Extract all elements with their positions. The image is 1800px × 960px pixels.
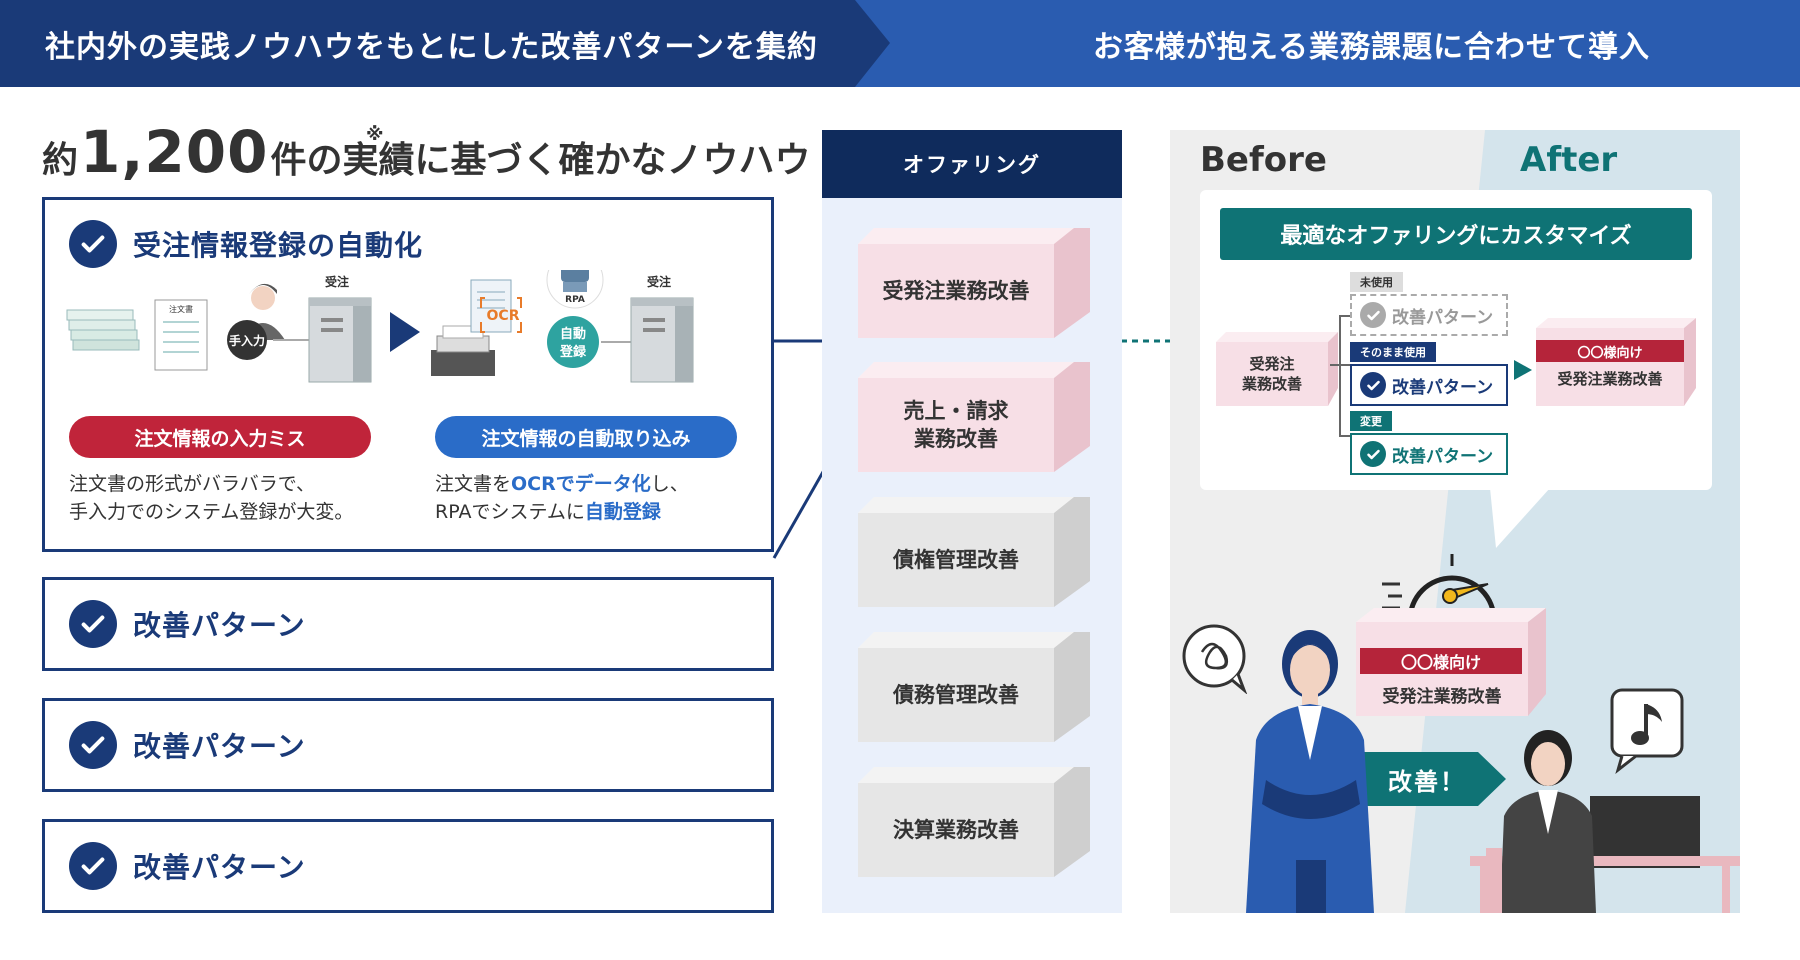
header-left-text: 社内外の実践ノウハウをもとにした改善パターンを集約 bbox=[45, 29, 818, 65]
pattern-card-title: 改善パターン bbox=[133, 851, 306, 884]
server-label-2: 受注 bbox=[647, 274, 671, 289]
flow-arrow-icon bbox=[390, 312, 420, 352]
source-line-1: 受発注 bbox=[1249, 355, 1295, 373]
server-icon bbox=[308, 297, 372, 383]
headline-suffix: 件の実績に基づく確かなノウハウ bbox=[270, 140, 811, 181]
sol-text-b: OCRでデータ化 bbox=[511, 473, 651, 495]
branch-bracket bbox=[1330, 315, 1350, 437]
ocr-document-icon bbox=[470, 279, 522, 333]
sol-text-d: RPAでシステムに bbox=[435, 501, 585, 523]
check-icon bbox=[1360, 372, 1386, 398]
pattern-changed-label: 改善パターン bbox=[1392, 446, 1494, 467]
problem-line-1: 注文書の形式がバラバラで、 bbox=[69, 473, 316, 495]
problem-description: 注文書の形式がバラバラで、 手入力でのシステム登録が大変。 bbox=[69, 470, 353, 526]
main-card-title: 受注情報登録の自動化 bbox=[133, 229, 424, 262]
offering-block-line1: 受発注業務改善 bbox=[882, 279, 1030, 303]
result-tag-large: 〇〇様向け bbox=[1360, 648, 1522, 674]
solution-pill: 注文情報の自動取り込み bbox=[435, 416, 737, 458]
unused-label: 未使用 bbox=[1350, 272, 1403, 292]
pattern-asis-label: 改善パターン bbox=[1392, 377, 1494, 398]
main-pattern-card: 受注情報登録の自動化 注文書 手入力 bbox=[42, 197, 774, 552]
pattern-card-title: 改善パターン bbox=[133, 609, 306, 642]
offering-block-line1: 債権管理改善 bbox=[893, 548, 1019, 572]
changed-label: 変更 bbox=[1350, 411, 1392, 431]
pattern-card-title: 改善パターン bbox=[133, 730, 306, 763]
main-card-header: 受注情報登録の自動化 bbox=[69, 220, 423, 268]
offering-block-line1: 債務管理改善 bbox=[893, 683, 1019, 707]
result-block-large: 〇〇様向け 受発注業務改善 bbox=[1356, 608, 1546, 716]
check-icon bbox=[1360, 302, 1386, 328]
check-icon bbox=[69, 721, 117, 769]
auto-label-1: 自動 bbox=[560, 326, 586, 342]
offering-block: 受発注業務改善 bbox=[858, 228, 1090, 338]
result-block-small: 〇〇様向け 受発注業務改善 bbox=[1536, 318, 1696, 406]
automation-illustration: 注文書 手入力 受注 bbox=[66, 270, 694, 383]
auto-label-2: 登録 bbox=[559, 344, 587, 360]
speedometer-icon bbox=[1382, 554, 1497, 621]
sol-text-e: 自動登録 bbox=[584, 501, 661, 523]
before-person-illustration bbox=[1246, 630, 1374, 913]
sol-text-a: 注文書を bbox=[435, 473, 512, 495]
rpa-label: RPA bbox=[565, 295, 585, 305]
headline: 約 1,200 件の実績に基づく確かなノウハウ bbox=[42, 118, 811, 186]
auto-register-icon bbox=[547, 316, 599, 368]
source-offering-block: 受発注業務改善 bbox=[1216, 332, 1338, 406]
pattern-changed: 改善パターン bbox=[1350, 433, 1508, 475]
server-label-1: 受注 bbox=[325, 274, 349, 289]
offering-block-line2: 業務改善 bbox=[914, 427, 998, 451]
headline-prefix: 約 bbox=[42, 140, 79, 181]
offering-block: 債務管理改善 bbox=[858, 632, 1090, 742]
source-line-2: 業務改善 bbox=[1241, 375, 1302, 393]
headline-number: 1,200 bbox=[80, 118, 269, 186]
customize-header: 最適なオファリングにカスタマイズ bbox=[1220, 208, 1692, 260]
confused-speech-icon bbox=[1182, 624, 1248, 694]
result-name-large: 受発注業務改善 bbox=[1382, 687, 1502, 707]
pattern-unused: 改善パターン bbox=[1350, 294, 1508, 336]
check-icon bbox=[69, 600, 117, 648]
offering-block: 決算業務改善 bbox=[858, 767, 1090, 877]
pattern-asis: 改善パターン bbox=[1350, 364, 1508, 406]
order-document-icon bbox=[154, 299, 208, 371]
pattern-card: 改善パターン bbox=[42, 819, 774, 913]
before-label: Before bbox=[1200, 140, 1327, 180]
improvement-arrow: 改善！ bbox=[1358, 752, 1506, 806]
problem-line-2: 手入力でのシステム登録が大変。 bbox=[69, 501, 354, 523]
pattern-card: 改善パターン bbox=[42, 577, 774, 671]
operator-person-icon bbox=[227, 283, 285, 360]
asis-label: そのまま使用 bbox=[1350, 342, 1436, 362]
offering-block-line1: 決算業務改善 bbox=[893, 818, 1019, 842]
after-person-illustration bbox=[1470, 730, 1740, 913]
order-doc-label: 注文書 bbox=[169, 304, 193, 314]
manual-input-label: 手入力 bbox=[229, 333, 265, 348]
rpa-bubble-icon bbox=[546, 270, 604, 309]
to-result-arrow-icon bbox=[1514, 360, 1532, 380]
after-label: After bbox=[1520, 140, 1618, 180]
offering-header: オファリング bbox=[822, 130, 1122, 198]
offering-block-line1: 売上・請求 bbox=[903, 399, 1009, 423]
sol-text-c: し、 bbox=[650, 473, 689, 495]
problem-pill: 注文情報の入力ミス bbox=[69, 416, 371, 458]
check-icon bbox=[1360, 441, 1386, 467]
pattern-unused-label: 改善パターン bbox=[1392, 307, 1494, 328]
offering-block: 債権管理改善 bbox=[858, 497, 1090, 607]
result-name-small: 受発注業務改善 bbox=[1557, 370, 1663, 388]
ocr-label: OCR bbox=[487, 308, 520, 324]
music-note-icon bbox=[1610, 688, 1684, 774]
solution-description: 注文書をOCRでデータ化し、 RPAでシステムに自動登録 bbox=[435, 470, 689, 526]
check-icon bbox=[69, 842, 117, 890]
paper-stack-icon bbox=[66, 309, 140, 351]
check-icon bbox=[69, 220, 117, 268]
header-right-text: お客様が抱える業務課題に合わせて導入 bbox=[1092, 29, 1650, 65]
header-left-banner: 社内外の実践ノウハウをもとにした改善パターンを集約 bbox=[0, 0, 890, 87]
offering-block: 売上・請求業務改善 bbox=[858, 362, 1090, 472]
server-icon bbox=[630, 297, 694, 383]
result-tag-small: 〇〇様向け bbox=[1536, 340, 1684, 362]
footnote-mark: ※ bbox=[366, 124, 384, 145]
pattern-card: 改善パターン bbox=[42, 698, 774, 792]
